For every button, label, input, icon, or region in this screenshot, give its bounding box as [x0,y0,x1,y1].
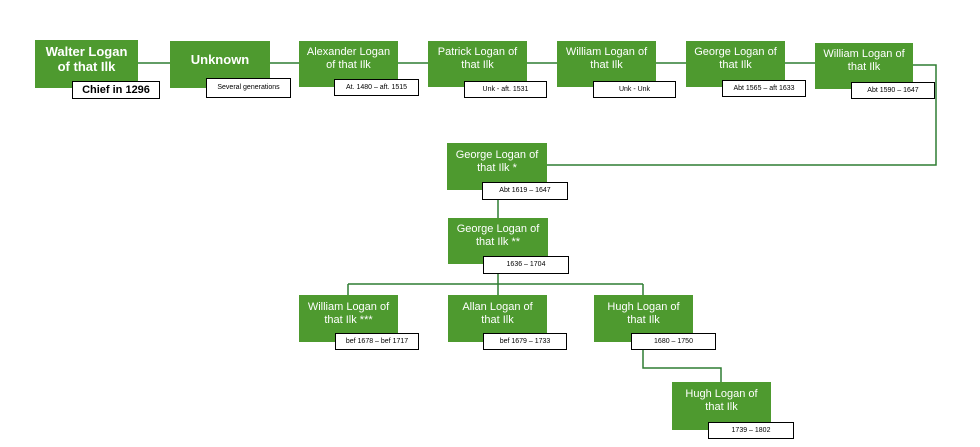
dates-george-1: Abt 1565 – aft 1633 [722,80,806,97]
connector-george3-children [347,264,644,295]
node-hugh-1[interactable]: Hugh Logan of that Ilk [594,295,693,342]
dates-walter: Chief in 1296 [72,81,160,99]
dates-hugh-2: 1739 – 1802 [708,422,794,439]
node-george-1[interactable]: George Logan of that Ilk [686,41,785,87]
connector-william2-george2 [547,64,937,166]
dates-alexander: At. 1480 – aft. 1515 [334,79,419,96]
dates-allan: bef 1679 – 1733 [483,333,567,350]
dates-william-2: Abt 1590 – 1647 [851,82,935,99]
connector-hugh1-hugh2 [642,342,722,382]
dates-unknown: Several generations [206,78,291,98]
node-george-3[interactable]: George Logan of that Ilk ** [448,218,548,264]
dates-william-3: bef 1678 – bef 1717 [335,333,419,350]
dates-george-2: Abt 1619 – 1647 [482,182,568,200]
node-walter[interactable]: Walter Logan of that Ilk [35,40,138,88]
node-william-2[interactable]: William Logan of that Ilk [815,43,913,89]
dates-hugh-1: 1680 – 1750 [631,333,716,350]
dates-george-3: 1636 – 1704 [483,256,569,274]
dates-patrick: Unk - aft. 1531 [464,81,547,98]
node-patrick[interactable]: Patrick Logan of that Ilk [428,41,527,87]
dates-william-1: Unk - Unk [593,81,676,98]
node-william-1[interactable]: William Logan of that Ilk [557,41,656,87]
